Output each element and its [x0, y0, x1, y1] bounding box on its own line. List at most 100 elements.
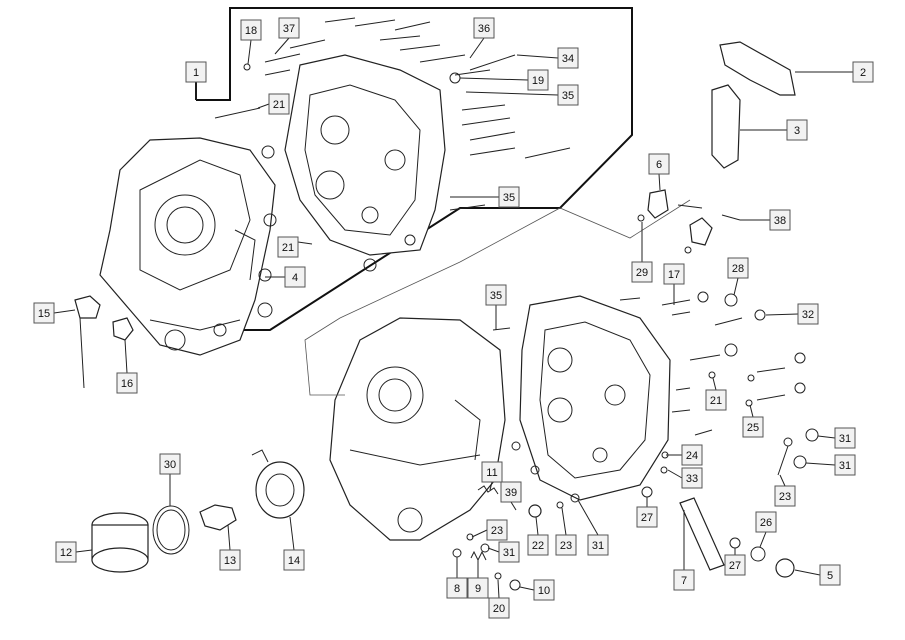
callout-c23b: 23	[555, 507, 577, 556]
callout-box	[555, 534, 577, 556]
leader-line	[489, 481, 493, 491]
callout-label: 6	[656, 159, 662, 171]
crankcase-half-right-lower	[519, 295, 671, 501]
callout-label: 11	[486, 467, 497, 479]
callout-box	[268, 93, 290, 115]
callout-c18: 18	[240, 19, 262, 65]
upper-group-frame	[196, 7, 633, 331]
leader-line	[759, 531, 767, 548]
callout-box	[587, 534, 609, 556]
leader-line	[487, 547, 500, 553]
callout-box	[498, 541, 520, 563]
callout-box	[727, 257, 749, 279]
crankcase-half-right-upper	[284, 54, 446, 256]
callout-label: 14	[288, 555, 300, 567]
callout-box	[774, 485, 796, 507]
callout-c32: 32	[765, 303, 819, 325]
callout-c20: 20	[488, 579, 510, 619]
leader-line	[247, 39, 252, 65]
callout-label: 20	[493, 603, 505, 615]
leader-line	[289, 516, 295, 551]
callout-label: 9	[475, 583, 481, 595]
callout-box	[724, 554, 746, 576]
callout-c7: 7	[673, 510, 695, 591]
callout-box	[278, 17, 300, 39]
callout-box	[705, 389, 727, 411]
callout-c28: 28	[727, 257, 749, 296]
callout-box	[681, 444, 703, 466]
callout-box	[55, 541, 77, 563]
leader-line	[733, 277, 739, 296]
leader-line	[658, 173, 661, 191]
callout-c21c: 21	[705, 377, 727, 411]
callout-label: 23	[491, 525, 503, 537]
callout-label: 39	[505, 487, 517, 499]
callout-box	[473, 17, 495, 39]
callout-c8: 8	[446, 557, 468, 599]
callout-label: 7	[681, 575, 687, 587]
callout-label: 25	[747, 422, 759, 434]
callout-label: 27	[729, 560, 741, 572]
callout-label: 1	[193, 67, 199, 79]
callout-c4: 4	[265, 266, 306, 288]
callout-box	[498, 186, 520, 208]
callout-label: 4	[292, 272, 298, 284]
callout-label: 8	[454, 583, 460, 595]
callout-c31a: 31	[487, 541, 520, 563]
callout-box	[33, 302, 55, 324]
callout-c31c: 31	[817, 427, 856, 449]
leader-line	[749, 404, 754, 418]
callout-box	[219, 549, 241, 571]
leader-line	[469, 37, 485, 59]
callout-box	[681, 467, 703, 489]
callout-c23a: 23	[471, 519, 508, 541]
callout-box	[284, 266, 306, 288]
leader-line	[794, 569, 821, 576]
leader-line	[497, 579, 500, 599]
leader-line	[471, 529, 488, 538]
callout-c35b: 35	[450, 186, 520, 208]
callout-box	[486, 519, 508, 541]
callout-label: 21	[710, 395, 722, 407]
callout-box	[636, 506, 658, 528]
callout-c21b: 21	[277, 236, 313, 258]
callout-label: 31	[592, 540, 604, 552]
callout-c36: 36	[469, 17, 495, 59]
leader-line	[459, 77, 529, 81]
callout-label: 5	[827, 570, 833, 582]
callout-box	[834, 454, 856, 476]
callout-c16: 16	[116, 339, 138, 394]
callout-c5: 5	[794, 564, 841, 586]
callout-label: 31	[839, 460, 851, 472]
callout-label: 19	[532, 75, 544, 87]
callout-c21a: 21	[257, 93, 290, 115]
leader-line	[274, 37, 290, 55]
leader-line	[535, 516, 539, 536]
leader-line	[510, 501, 517, 511]
leader-line	[465, 91, 559, 96]
leader-line	[519, 586, 535, 591]
callout-c26: 26	[755, 511, 777, 548]
leader-line	[817, 435, 836, 439]
callout-box	[819, 564, 841, 586]
callout-c13: 13	[219, 524, 241, 571]
callout-label: 32	[802, 309, 814, 321]
callout-c31b: 31	[577, 499, 609, 556]
callout-c27a: 27	[636, 497, 658, 528]
right-side-parts	[619, 41, 819, 578]
callout-c11: 11	[481, 461, 503, 491]
callout-c12: 12	[55, 541, 93, 563]
callout-box	[277, 236, 299, 258]
callout-label: 23	[560, 540, 572, 552]
callout-label: 27	[641, 512, 653, 524]
callout-box	[663, 263, 685, 285]
callout-box	[755, 511, 777, 533]
leader-line	[779, 474, 786, 487]
callout-box	[769, 209, 791, 231]
callout-box	[673, 569, 695, 591]
lower-left-parts	[74, 295, 580, 591]
callout-box	[631, 261, 653, 283]
callout-box	[533, 579, 555, 601]
callout-c27b: 27	[724, 548, 746, 576]
callout-label: 10	[538, 585, 550, 597]
